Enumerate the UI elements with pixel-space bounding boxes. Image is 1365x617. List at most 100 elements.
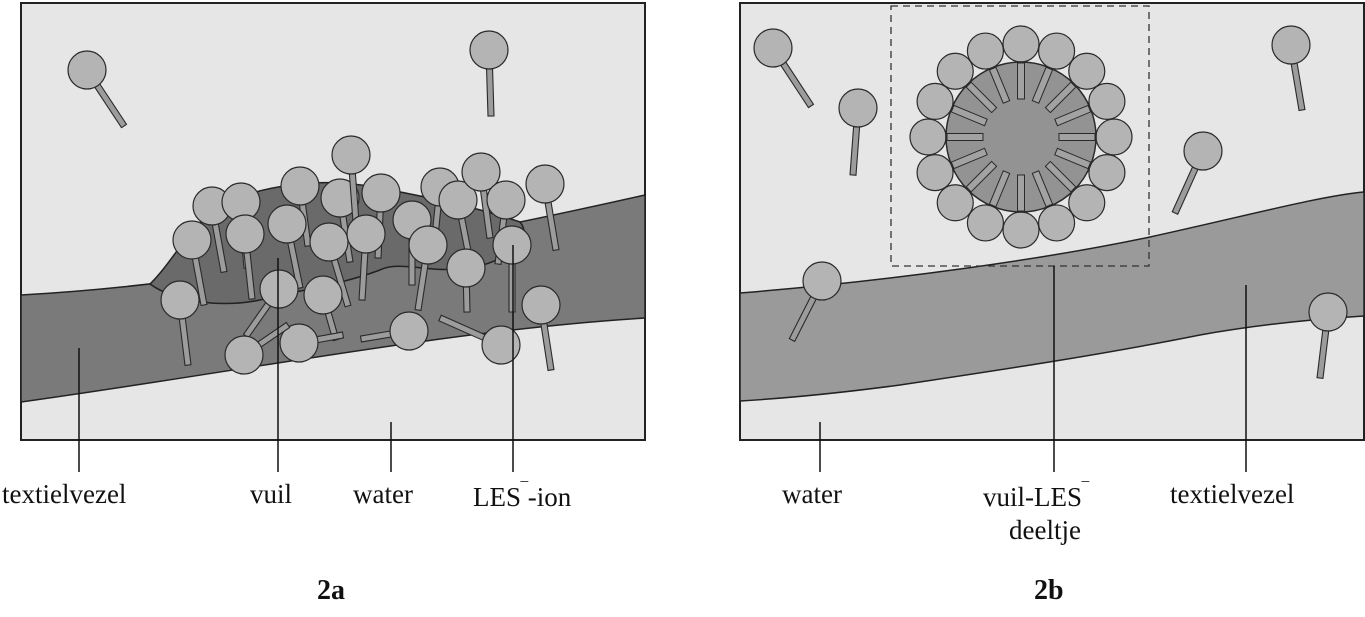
- ion-tail: [965, 160, 998, 193]
- ion-tail: [988, 170, 1011, 208]
- ion-head: [916, 82, 954, 121]
- label-leaders: [78, 245, 514, 472]
- ion-tail: [462, 284, 471, 313]
- ion-head: [224, 335, 264, 375]
- ion-head: [160, 280, 200, 320]
- ion-tail: [1017, 62, 1025, 100]
- ion-tail: [950, 147, 988, 170]
- label-textile-fiber: textielvezel: [2, 479, 127, 509]
- textile-fiber: [739, 191, 1365, 402]
- label-dirt: vuil: [250, 479, 293, 509]
- les-ion: [242, 269, 299, 339]
- les-ion: [446, 248, 486, 313]
- ion-head: [408, 225, 448, 265]
- les-ion: [267, 204, 307, 290]
- ion-head: [753, 28, 793, 68]
- les-ion: [359, 311, 429, 351]
- ion-tail: [1044, 160, 1077, 193]
- label-particle-line2: deeltje: [1009, 515, 1081, 545]
- les-ions: [753, 25, 1348, 379]
- les-ion: [753, 28, 815, 109]
- les-ion: [788, 261, 842, 343]
- caption-2b: 2b: [1034, 575, 1064, 606]
- ion-tail: [988, 66, 1011, 104]
- ion-head: [1308, 292, 1348, 332]
- ion-head: [481, 325, 521, 365]
- ion-head: [1002, 211, 1040, 249]
- les-ion: [838, 88, 878, 176]
- ion-head: [966, 32, 1005, 70]
- ion-head: [525, 164, 565, 204]
- ion-tail: [1031, 66, 1054, 104]
- ion-head: [259, 269, 299, 309]
- ion-head: [1037, 32, 1076, 70]
- les-ion: [408, 225, 448, 312]
- les-ion: [160, 280, 200, 366]
- ion-head: [267, 204, 307, 244]
- ion-head: [1183, 131, 1223, 171]
- ion-tail: [1017, 174, 1025, 212]
- ion-head: [309, 222, 349, 262]
- ion-head: [909, 118, 947, 156]
- dirt-les-particle: [909, 25, 1133, 249]
- les-ion: [67, 50, 128, 129]
- ion-tail: [1031, 170, 1054, 208]
- ion-head: [1088, 82, 1126, 121]
- ion-head: [67, 50, 107, 90]
- ion-head: [1068, 52, 1106, 90]
- ion-head: [303, 275, 343, 315]
- ion-head: [225, 214, 265, 254]
- dirt-les-particle-box: [890, 5, 1150, 267]
- label-textile-fiber: textielvezel: [1170, 479, 1295, 509]
- les-ion: [224, 321, 291, 375]
- les-ion: [331, 135, 371, 223]
- ion-head: [320, 178, 360, 218]
- ion-head: [486, 180, 526, 220]
- ion-tail: [950, 104, 988, 127]
- ion-head: [1271, 25, 1311, 65]
- ion-head: [492, 225, 532, 265]
- ion-head: [438, 180, 478, 220]
- ion-head: [936, 52, 974, 90]
- les-ion: [1171, 131, 1223, 215]
- les-ion: [192, 186, 232, 274]
- ion-head: [279, 323, 319, 363]
- ion-head: [936, 184, 974, 222]
- les-ion: [461, 152, 501, 240]
- ion-head: [389, 311, 429, 351]
- ion-head: [280, 166, 320, 206]
- ion-head: [469, 30, 509, 70]
- ion-head: [802, 261, 842, 301]
- caption-2a: 2a: [317, 575, 345, 606]
- les-ion: [521, 285, 561, 372]
- panel-2a: [20, 2, 646, 472]
- ion-tail: [1054, 147, 1092, 170]
- les-ion: [346, 214, 386, 301]
- label-water: water: [353, 479, 413, 509]
- ion-head: [361, 173, 401, 213]
- ion-head: [1037, 204, 1076, 242]
- ion-head: [446, 248, 486, 288]
- label-leaders: [819, 266, 1247, 472]
- ion-tail: [1044, 81, 1077, 114]
- ion-head: [1095, 118, 1133, 156]
- les-ion: [1308, 292, 1348, 379]
- label-les-ion: LES‾-ion: [473, 480, 572, 513]
- ion-head: [331, 135, 371, 175]
- ion-head: [916, 153, 954, 192]
- les-ions: [67, 30, 565, 375]
- panel-2b: [739, 2, 1365, 472]
- les-ion: [225, 214, 265, 300]
- les-ion: [525, 164, 565, 252]
- les-ion: [1271, 25, 1311, 112]
- les-ion: [469, 30, 509, 117]
- ion-head: [172, 220, 212, 260]
- label-dirt-les-particle: vuil-LES‾: [983, 480, 1089, 513]
- ion-head: [521, 285, 561, 325]
- ion-head: [461, 152, 501, 192]
- les-ion: [438, 314, 521, 365]
- ion-head: [346, 214, 386, 254]
- ion-tail: [508, 261, 516, 313]
